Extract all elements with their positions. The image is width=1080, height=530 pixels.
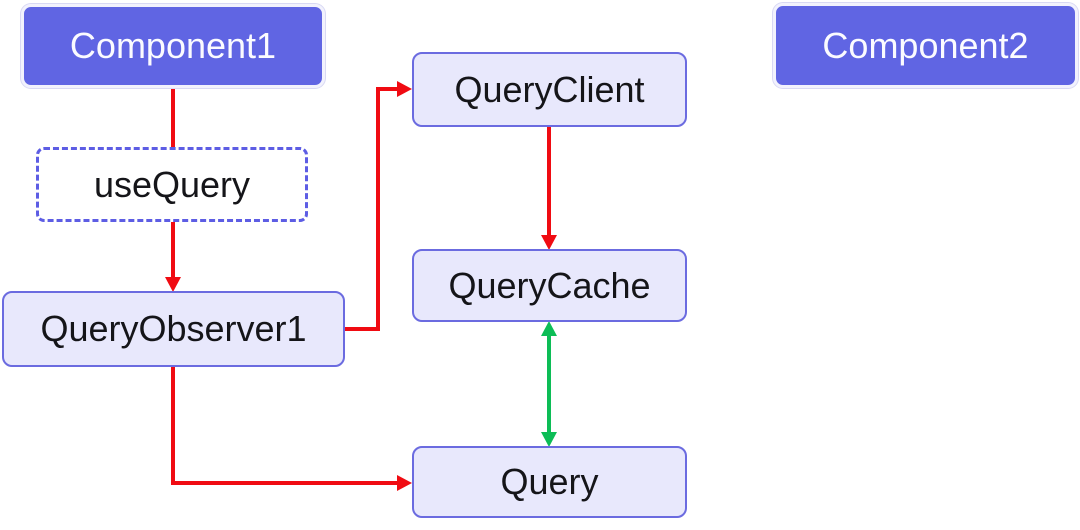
edge-querycache-query-arrowhead-down xyxy=(541,432,557,447)
edge-querycache-query-bidirectional-line xyxy=(547,335,551,433)
node-component1: Component1 xyxy=(21,4,325,88)
edge-querycache-query-arrowhead-up xyxy=(541,321,557,336)
edge-queryobserver1-to-queryclient-segment-3 xyxy=(378,87,400,91)
edge-queryclient-to-querycache-line xyxy=(547,127,551,237)
edge-queryobserver1-to-query-segment-1 xyxy=(171,367,175,485)
node-query-label: Query xyxy=(500,461,599,502)
node-component2-label: Component2 xyxy=(822,24,1029,66)
node-querycache: QueryCache xyxy=(412,249,687,322)
edge-queryclient-to-querycache-arrowhead xyxy=(541,235,557,250)
edge-component1-to-queryobserver1-arrowhead xyxy=(165,277,181,292)
node-usequery: useQuery xyxy=(36,147,308,222)
edge-queryobserver1-to-query-arrowhead xyxy=(397,475,412,491)
node-usequery-label: useQuery xyxy=(93,163,251,205)
node-queryobserver1: QueryObserver1 xyxy=(2,291,345,367)
node-querycache-label: QueryCache xyxy=(448,264,651,306)
node-component1-label: Component1 xyxy=(69,25,277,66)
node-query: Query xyxy=(412,446,687,518)
edge-queryobserver1-to-query-segment-2 xyxy=(171,481,399,485)
node-component2: Component2 xyxy=(773,3,1078,88)
node-queryclient: QueryClient xyxy=(412,52,687,127)
node-queryclient-label: QueryClient xyxy=(454,68,645,110)
node-queryobserver1-label: QueryObserver1 xyxy=(40,308,307,349)
edge-queryobserver1-to-queryclient-segment-2 xyxy=(376,87,380,331)
edge-queryobserver1-to-queryclient-segment-1 xyxy=(344,327,380,331)
edge-queryobserver1-to-queryclient-arrowhead xyxy=(397,81,412,97)
